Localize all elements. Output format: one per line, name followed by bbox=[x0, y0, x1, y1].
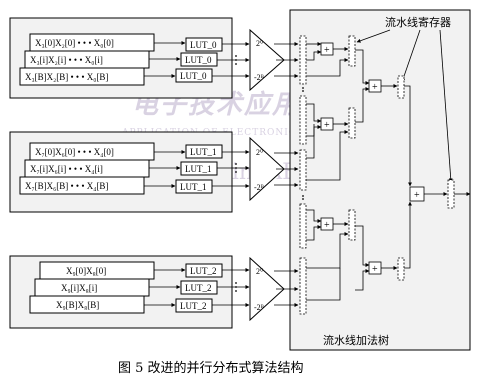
lut-box bbox=[185, 144, 223, 159]
lut-label: LUT_0 bbox=[190, 40, 217, 50]
lut-box bbox=[180, 280, 218, 295]
row-text: X₇[i]X₆[i] • • • X₄[i] bbox=[30, 164, 103, 174]
shift-bottom: -2ᴮ bbox=[254, 183, 264, 192]
lut-box bbox=[175, 298, 213, 313]
row-text: X₃[B]X₂[B] • • • X₀[B] bbox=[25, 72, 108, 82]
lut-box bbox=[175, 68, 213, 83]
input-register-row bbox=[19, 67, 145, 86]
adder-tree-wiring bbox=[306, 42, 471, 301]
adder-sign: + bbox=[414, 190, 420, 201]
watermark-english: APPLICATION OF ELECTRONIC TECHNIQUE bbox=[122, 128, 370, 138]
lut-label: LUT_1 bbox=[180, 182, 207, 192]
input-group-2: X₉[0]X₈[0] X₉[i]X₈[i] X₉[B]X₈[B] LUT_2 L… bbox=[9, 255, 299, 329]
lut-label: LUT_2 bbox=[180, 301, 207, 311]
continuation-dots bbox=[235, 55, 304, 292]
shift-top: 2⁰ bbox=[256, 267, 263, 276]
shifter-triangle bbox=[249, 256, 285, 322]
adder-sign: + bbox=[324, 45, 330, 56]
lut-label: LUT_2 bbox=[185, 283, 212, 293]
adder-sign: + bbox=[372, 264, 378, 275]
row-text: X₃[0]X₂[0] • • • X₀[0] bbox=[35, 38, 114, 48]
lut-box bbox=[185, 37, 223, 52]
row-text: X₉[B]X₈[B] bbox=[56, 300, 99, 310]
shifter-triangle bbox=[249, 28, 285, 92]
pipeline-registers bbox=[299, 35, 455, 315]
lut-label: LUT_1 bbox=[190, 147, 217, 157]
lut-box bbox=[175, 179, 213, 194]
shift-top: 2⁰ bbox=[256, 39, 263, 48]
input-group-1: X₇[0]X₆[0] • • • X₄[0] X₇[i]X₆[i] • • • … bbox=[9, 131, 299, 213]
row-text: X₃[i]X₂[i] • • • X₀[i] bbox=[30, 55, 103, 65]
pipeline-register-label: 流水线寄存器 bbox=[385, 15, 451, 29]
row-text: X₇[0]X₆[0] • • • X₄[0] bbox=[35, 147, 114, 157]
shift-bottom: -2ᴮ bbox=[254, 303, 264, 312]
input-group-0: X₃[0]X₂[0] • • • X₀[0] X₃[i]X₂[i] • • • … bbox=[9, 17, 299, 99]
lut-label: LUT_1 bbox=[185, 164, 212, 174]
row-text: X₇[B]X₆[B] • • • X₄[B] bbox=[25, 181, 108, 191]
input-register-row bbox=[19, 176, 145, 195]
adder-sign: + bbox=[324, 220, 330, 231]
adder-sign: + bbox=[324, 120, 330, 131]
shift-top: 2⁰ bbox=[256, 148, 263, 157]
lut-label: LUT_2 bbox=[190, 266, 217, 276]
register-pointer-arrows bbox=[356, 29, 453, 183]
row-text: X₉[0]X₈[0] bbox=[66, 266, 106, 276]
shift-bottom: -2ᴮ bbox=[254, 73, 264, 82]
pipeline-adder-tree-label: 流水线加法树 bbox=[323, 333, 389, 347]
shifter-triangle bbox=[249, 136, 285, 202]
lut-box bbox=[185, 263, 223, 278]
lut-box bbox=[180, 52, 218, 67]
row-text: X₉[i]X₈[i] bbox=[61, 283, 97, 293]
lut-label: LUT_0 bbox=[180, 71, 207, 81]
input-register-row bbox=[29, 295, 145, 314]
adder-sign: + bbox=[372, 82, 378, 93]
lut-box bbox=[180, 161, 218, 176]
lut-label: LUT_0 bbox=[185, 55, 212, 65]
figure-caption: 图 5 改进的并行分布式算法结构 bbox=[118, 360, 304, 376]
